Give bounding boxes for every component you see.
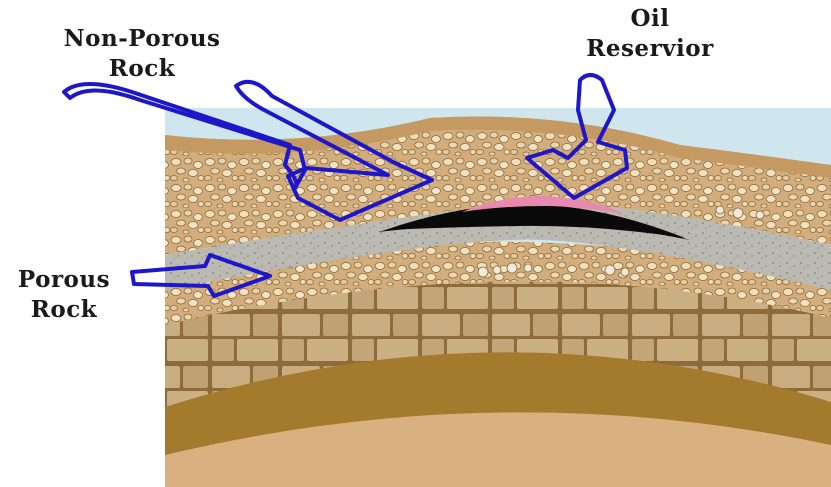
porous-label-line1: Porous: [4, 265, 124, 295]
non-porous-label-line2: Rock: [22, 54, 262, 84]
non-porous-rock-label: Non-Porous Rock: [22, 24, 262, 84]
oil-label-line2: Reservior: [555, 34, 745, 64]
oil-reservoir-label: Oil Reservior: [555, 4, 745, 64]
porous-label-line2: Rock: [4, 295, 124, 325]
non-porous-label-line1: Non-Porous: [22, 24, 262, 54]
porous-rock-label: Porous Rock: [4, 265, 124, 325]
oil-label-line1: Oil: [555, 4, 745, 34]
